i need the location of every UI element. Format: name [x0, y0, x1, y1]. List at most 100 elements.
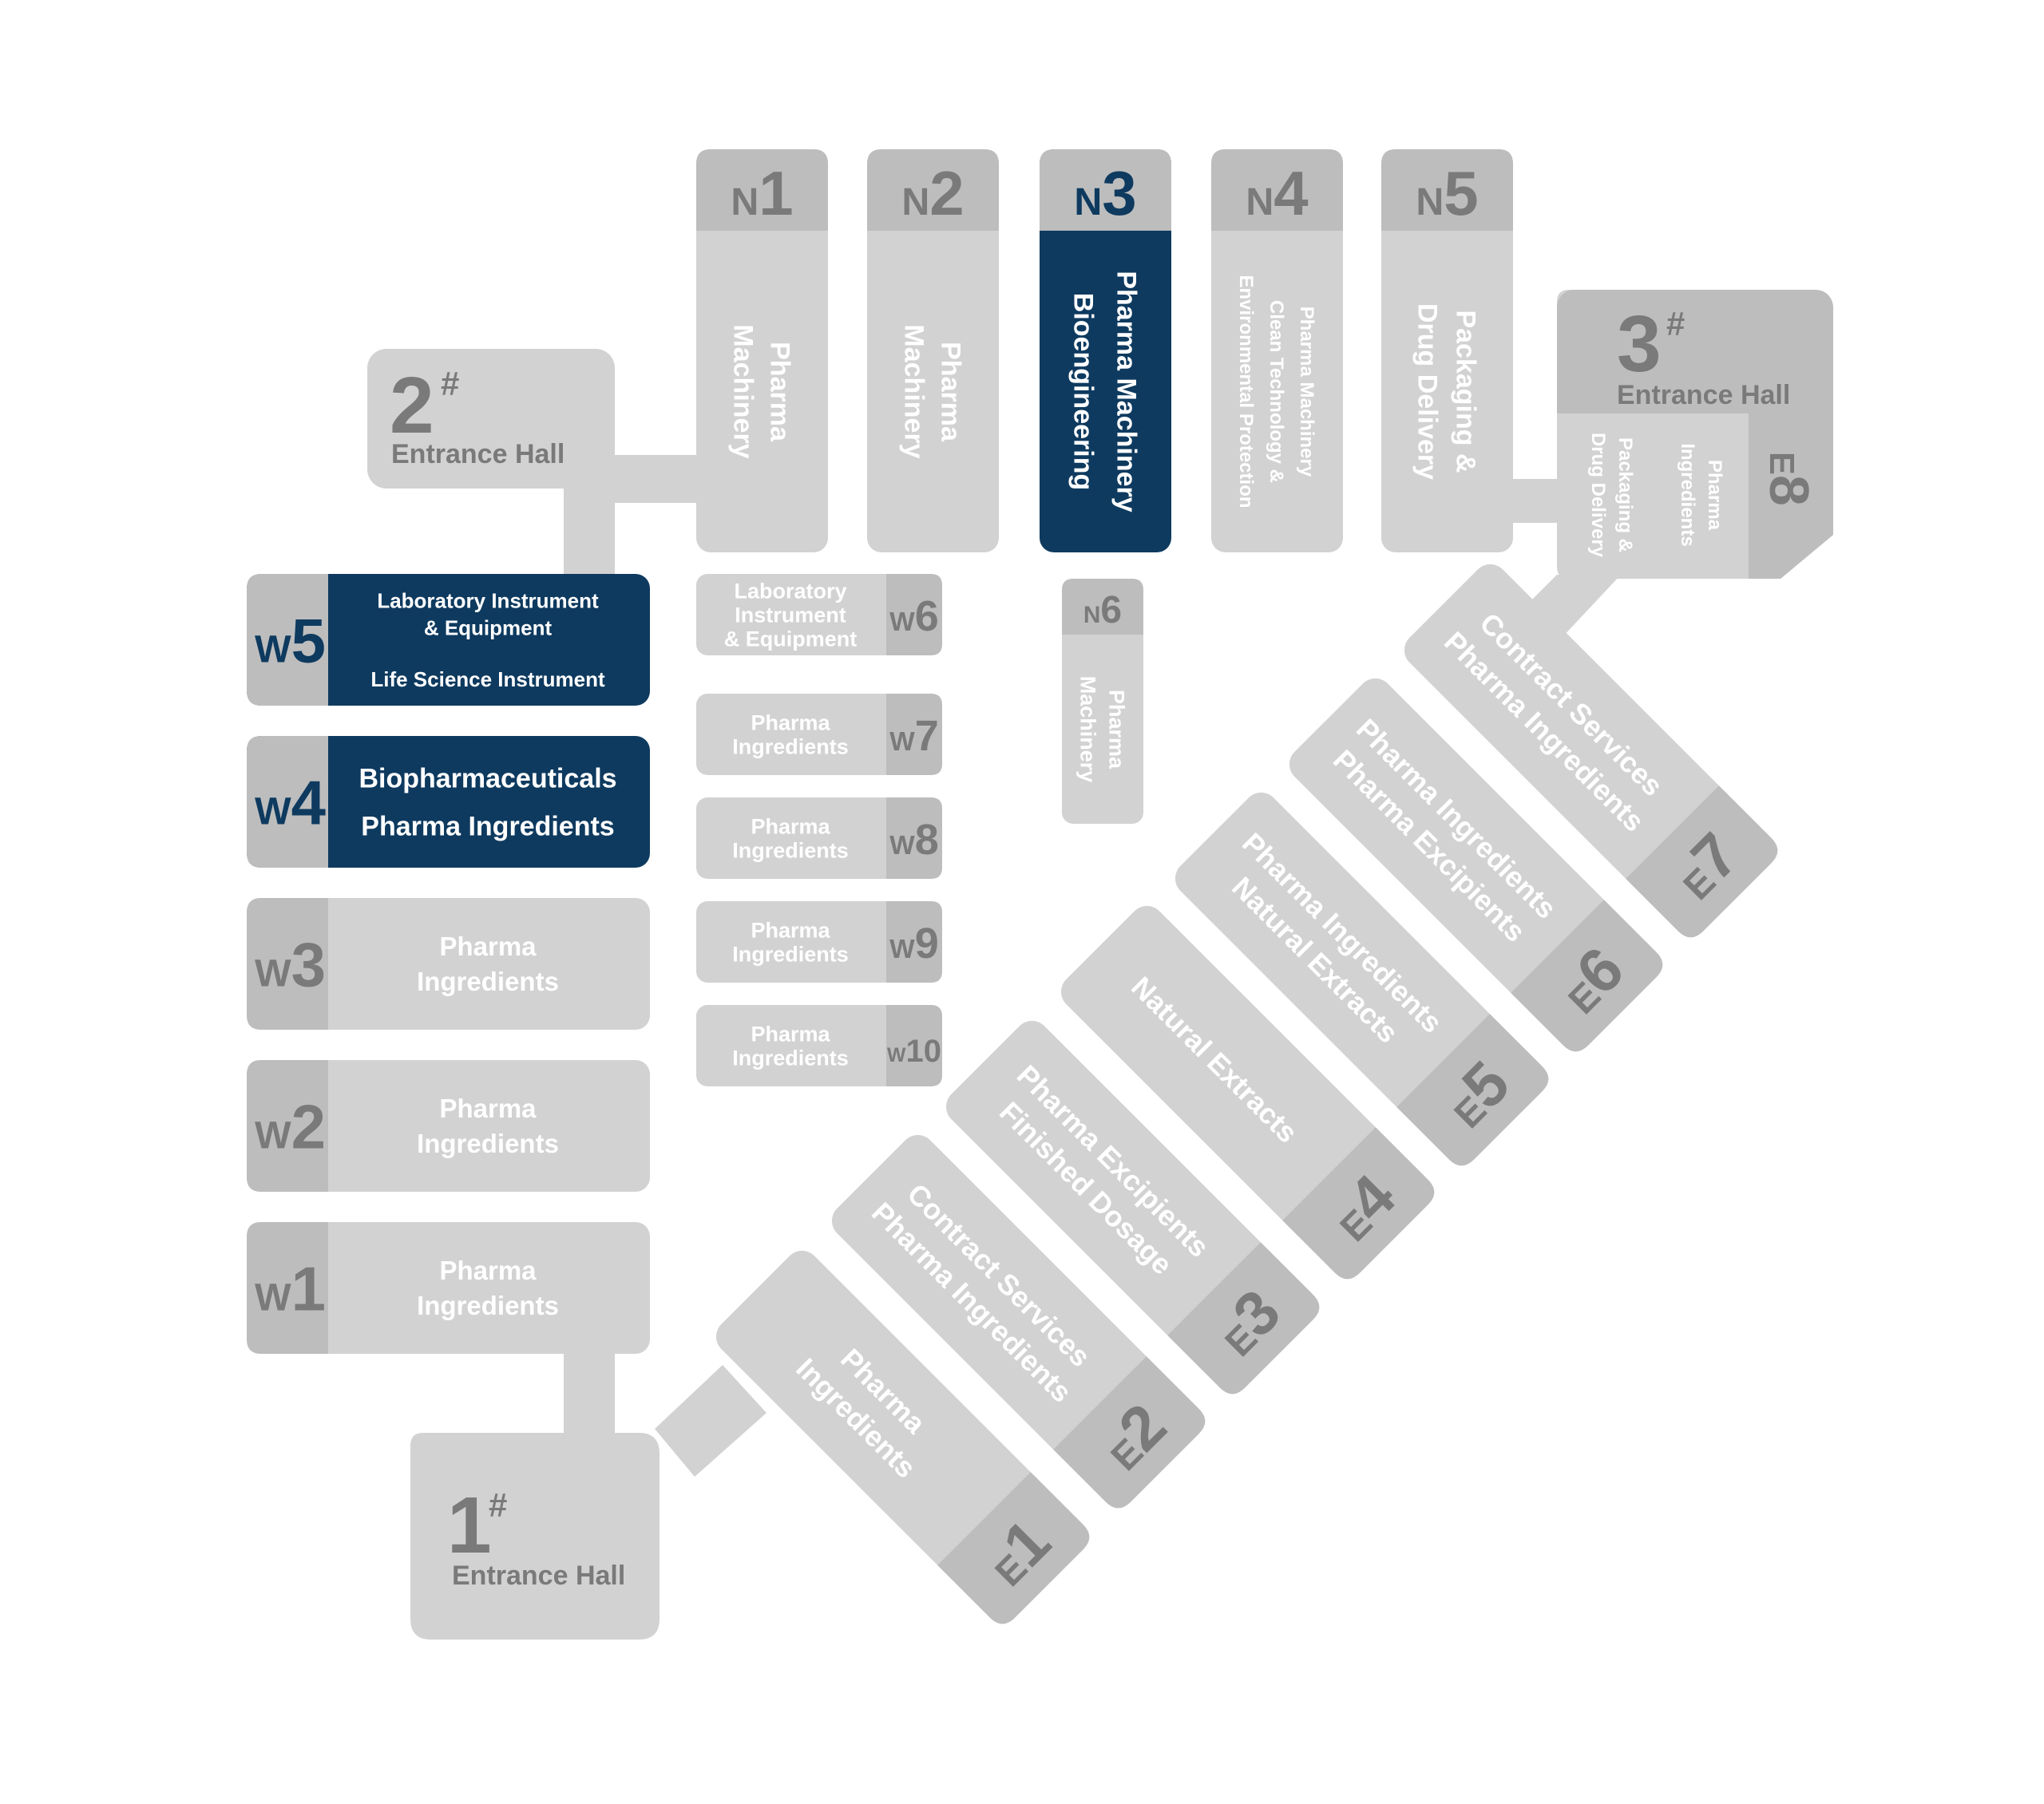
hall-n4-label-2: Clean Technology & [1266, 300, 1287, 483]
entrance-hall-1[interactable]: 1 # Entrance Hall [410, 1433, 660, 1640]
hall-w10-code: W10 [887, 1034, 941, 1069]
hall-e8-label-2: Ingredients [1677, 443, 1698, 546]
hall-n2-code: N2 [901, 158, 964, 228]
hall-e8-label-1: Pharma [1704, 460, 1725, 531]
hall-n6-label-2: Machinery [1076, 676, 1100, 783]
entrance-1-label: Entrance Hall [452, 1561, 625, 1591]
entrance-hall-3[interactable]: 3 # Entrance Hall [1557, 290, 1833, 579]
hall-n4-labels: Pharma Machinery Clean Technology & Enviro… [1235, 275, 1317, 508]
hall-n4-code: N4 [1246, 158, 1308, 228]
hall-n2-label-1: Pharma [936, 342, 966, 442]
hall-w3-label-2: Ingredients [417, 967, 559, 996]
hall-w3-code: W3 [255, 930, 326, 1000]
hall-w3-label-1: Pharma [439, 932, 537, 961]
hall-w10-label-2: Ingredients [732, 1046, 849, 1070]
entrance-1-mark: # [489, 1486, 507, 1524]
hall-n5-label-1: Packaging & [1451, 310, 1481, 473]
entrance-hall-2[interactable]: 2 # Entrance Hall [367, 349, 615, 489]
hall-n1-code: N1 [731, 158, 793, 228]
hall-n3-label-2: Bioengineering [1068, 293, 1099, 490]
hall-n5-label-2: Drug Delivery [1412, 303, 1443, 480]
hall-w5-label-1: Laboratory Instrument [377, 588, 599, 612]
entrance-3-mark: # [1666, 305, 1685, 342]
hall-w8-label-1: Pharma [751, 814, 830, 838]
hall-w9-code: W9 [889, 920, 939, 967]
hall-e8-labels-a: Pharma Ingredients [1677, 443, 1725, 546]
entrance-2-mark: # [441, 365, 459, 402]
entrance-1-number: 1 [447, 1481, 492, 1570]
hall-w10-label-1: Pharma [751, 1022, 830, 1046]
hall-w6-label-3: & Equipment [724, 627, 858, 651]
entrance-2-label: Entrance Hall [391, 439, 564, 469]
hall-w1-code: W1 [255, 1254, 326, 1324]
hall-w8-label-2: Ingredients [732, 838, 849, 862]
hall-n3-label-1: Pharma Machinery [1111, 271, 1142, 512]
hall-w2-label-1: Pharma [439, 1094, 537, 1123]
hall-w7-code: W7 [889, 712, 939, 760]
hall-w4-label-2: Pharma Ingredients [361, 811, 614, 841]
corridor-entrance-2-to-w5 [564, 483, 615, 579]
corridor-w1-to-entrance-1 [564, 1349, 615, 1437]
hall-w5-label-3: Life Science Instrument [370, 667, 605, 691]
hall-e8[interactable]: E8 Pharma Ingredients Packaging &Drug Deliv… [1587, 413, 1833, 579]
hall-n6-label-1: Pharma [1105, 690, 1129, 769]
entrance-2-number: 2 [390, 361, 434, 450]
hall-w7-label-1: Pharma [751, 710, 830, 734]
entrance-3-label: Entrance Hall [1617, 380, 1790, 410]
hall-e8-code-wrap: E8 [1758, 452, 1820, 506]
hall-n4-label-1: Pharma Machinery [1296, 307, 1317, 477]
corridor-entrance-1-to-e1 [655, 1365, 766, 1477]
hall-e8-labels-b: Packaging &Drug Delivery [1587, 433, 1636, 558]
hall-e8-code: E8 [1758, 452, 1820, 506]
hall-n1-label-1: Pharma [765, 342, 795, 442]
hall-w5-code: W5 [255, 606, 326, 676]
entrance-3-number: 3 [1617, 299, 1662, 389]
hall-n5-code: N5 [1416, 158, 1478, 228]
hall-w6-code: W6 [889, 592, 939, 640]
hall-e8-label-4: Drug Delivery [1587, 433, 1609, 558]
hall-w7-label-2: Ingredients [732, 734, 849, 758]
hall-n3-labels: Pharma Machinery Bioengineering [1068, 271, 1142, 512]
hall-w2-label-2: Ingredients [417, 1129, 559, 1158]
hall-w6-label-1: Laboratory [734, 579, 846, 603]
hall-n1-label-2: Machinery [728, 324, 759, 458]
hall-w6-label-2: Instrument [735, 603, 846, 627]
hall-w1-label-1: Pharma [439, 1256, 537, 1285]
hall-w4-label-1: Biopharmaceuticals [358, 763, 616, 793]
hall-n2-label-2: Machinery [899, 324, 929, 458]
hall-n6-code: N6 [1083, 589, 1122, 631]
hall-w9-label-2: Ingredients [732, 942, 849, 966]
hall-w9-label-1: Pharma [751, 918, 830, 942]
hall-w2-code: W2 [255, 1092, 326, 1162]
hall-w1-label-2: Ingredients [417, 1291, 559, 1320]
hall-n4-label-3: Environmental Protection [1235, 275, 1257, 508]
hall-n5-labels: Packaging & Drug Delivery [1412, 303, 1481, 480]
corridor-entrance-2-to-n1 [607, 455, 703, 503]
hall-n3-code: N3 [1074, 158, 1136, 228]
hall-e8-label-3: Packaging & [1614, 437, 1636, 552]
hall-w8-code: W8 [889, 816, 939, 864]
hall-w5-label-2: & Equipment [424, 615, 553, 639]
